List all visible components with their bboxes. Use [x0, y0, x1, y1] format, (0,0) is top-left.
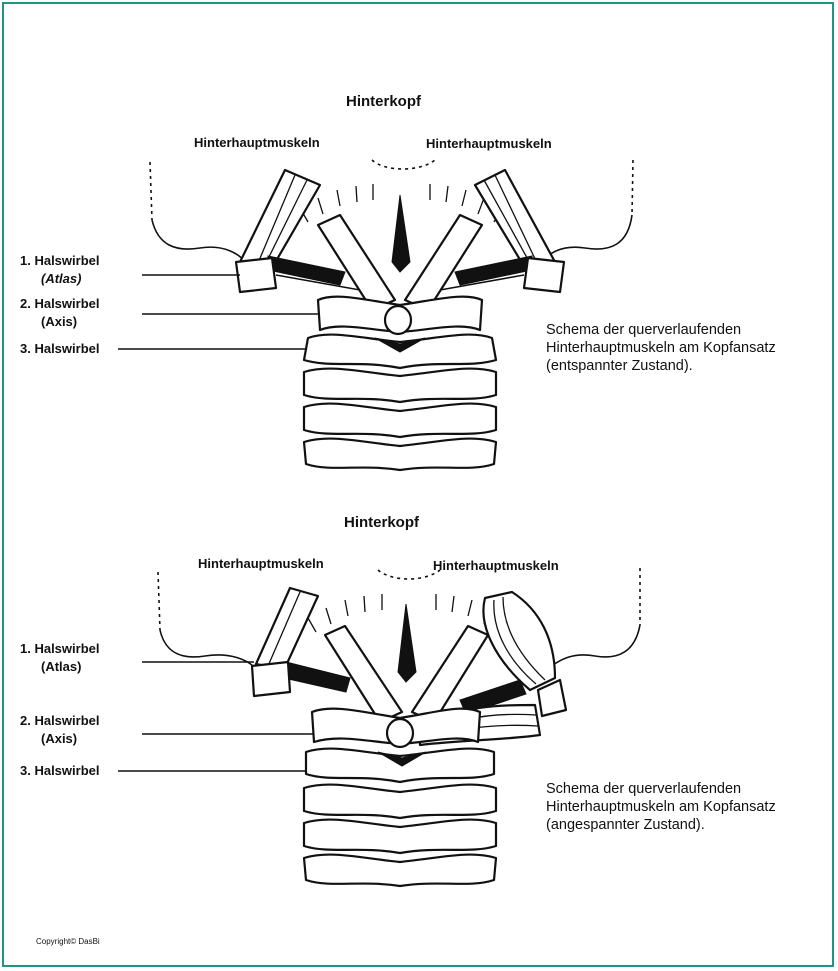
- skull-outline-right: [540, 215, 632, 262]
- atlas-left-process-1: [236, 258, 276, 292]
- atlas-right-process-1: [524, 258, 564, 292]
- vertebra-5-2: [304, 820, 496, 853]
- central-ligament-2: [398, 604, 416, 682]
- left-oblique-1: [318, 215, 395, 310]
- vertebra-4-2: [304, 785, 496, 818]
- vertebra-2-alias: (Axis): [20, 730, 99, 748]
- vertebra-2-label-1: 2. Halswirbel (Axis): [20, 295, 99, 331]
- vertebra-3-label-1: 3. Halswirbel: [20, 340, 99, 358]
- skull-outline-left: [152, 220, 245, 262]
- atlas-left-process-2: [252, 662, 290, 696]
- muscle-label-right-1: Hinterhauptmuskeln: [426, 136, 552, 151]
- skull-outline-left-dashed-2: [158, 572, 160, 630]
- vertebra-3-label-2: 3. Halswirbel: [20, 762, 99, 780]
- vertebra-6-2: [304, 855, 496, 886]
- vertebra-2-alias: (Axis): [20, 313, 99, 331]
- vertebra-5-1: [304, 404, 496, 437]
- copyright-notice: Copyright© DasBi: [36, 937, 100, 946]
- vertebra-1-name: 1. Halswirbel: [20, 640, 99, 658]
- left-muscle-band-1: [240, 170, 320, 268]
- skull-outline-left-dashed: [150, 162, 152, 220]
- axis-dens-2: [387, 719, 413, 747]
- skull-outline-right-2: [548, 625, 640, 668]
- head-label-1: Hinterkopf: [346, 93, 421, 110]
- vertebra-1-label-1: 1. Halswirbel (Atlas): [20, 252, 99, 288]
- axis-dens-1: [385, 306, 411, 334]
- occiput-arc: [372, 160, 435, 169]
- vertebra-2-label-2: 2. Halswirbel (Axis): [20, 712, 99, 748]
- vertebra-4-1: [304, 369, 496, 402]
- atlas-right-process-2: [538, 680, 566, 716]
- panel-2-illustration: [118, 568, 640, 886]
- vertebra-1-alias: (Atlas): [20, 658, 99, 676]
- vertebra-1-alias: (Atlas): [20, 270, 99, 288]
- caption-1: Schema der querverlaufenden Hinterhauptm…: [546, 321, 824, 375]
- vertebra-6-1: [304, 439, 496, 470]
- caption-2: Schema der querverlaufenden Hinterhauptm…: [546, 780, 824, 834]
- vertebra-2-name: 2. Halswirbel: [20, 712, 99, 730]
- left-oblique-2: [325, 626, 402, 722]
- skull-outline-right-dashed: [632, 160, 633, 215]
- occiput-arc-2: [378, 570, 440, 579]
- central-ligament-1: [392, 195, 410, 272]
- head-label-2: Hinterkopf: [344, 514, 419, 531]
- vertebra-2-name: 2. Halswirbel: [20, 295, 99, 313]
- muscle-label-left-1: Hinterhauptmuskeln: [194, 135, 320, 150]
- right-oblique-1: [405, 215, 482, 310]
- panel-1-illustration: [118, 160, 633, 470]
- fan-strands-2: [308, 594, 490, 632]
- left-muscle-band-2: [256, 588, 318, 670]
- vertebra-1-name: 1. Halswirbel: [20, 252, 99, 270]
- muscle-label-right-2: Hinterhauptmuskeln: [433, 558, 559, 573]
- muscle-label-left-2: Hinterhauptmuskeln: [198, 556, 324, 571]
- vertebra-1-label-2: 1. Halswirbel (Atlas): [20, 640, 99, 676]
- left-dark-muscle-2: [284, 662, 350, 692]
